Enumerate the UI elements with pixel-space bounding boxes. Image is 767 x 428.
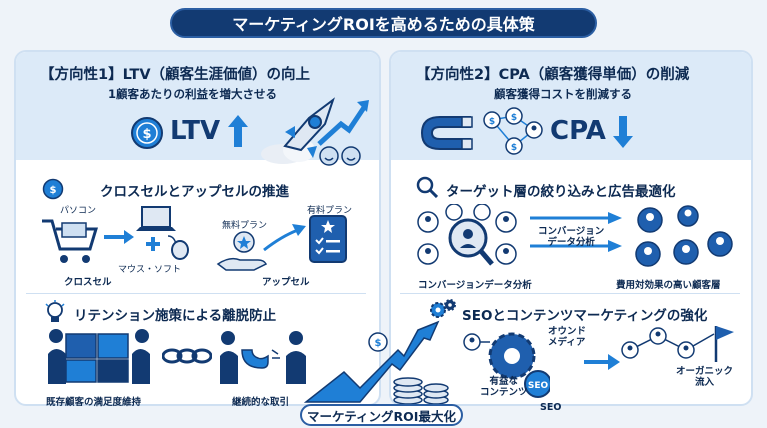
pc-label: パソコン — [60, 206, 97, 216]
puzzle-icon — [48, 329, 150, 384]
ltv-label: LTV — [170, 116, 221, 146]
up-arrow-icon — [228, 115, 248, 147]
analysis-label: コンバージョン データ分析 — [538, 226, 604, 248]
ltv-subheading: 1顧客あたりの利益を増大させる — [108, 87, 277, 101]
continuous-label: 継続的な取引 — [232, 397, 290, 408]
coin-icon: $ — [131, 117, 163, 149]
content-gears-icon: SEO — [463, 332, 550, 398]
svg-text:$: $ — [50, 185, 57, 196]
coin-small-icon: $ — [42, 178, 64, 200]
seo-gear-text: SEO — [528, 381, 549, 391]
svg-text:$: $ — [511, 143, 517, 153]
plus-icon — [146, 237, 160, 251]
rocket-icon — [261, 97, 369, 166]
customer-segment-label: 費用対効果の高い顧客層 — [616, 280, 721, 291]
right-arrow-icon — [104, 230, 134, 244]
checklist-icon — [309, 215, 347, 263]
right-divider — [400, 293, 740, 294]
svg-text:$: $ — [511, 113, 517, 123]
hand-star-icon — [216, 231, 268, 271]
useful-content-text: 有益な コンテンツ — [480, 376, 528, 398]
ltv-heading: 【方向性1】LTV（顧客生涯価値）の向上 — [40, 67, 311, 83]
owned-media-text: オウンド メディア — [548, 326, 587, 348]
mouse-icon — [167, 235, 189, 260]
satisfaction-label: 既存顧客の満足度維持 — [46, 397, 142, 408]
cpa-heading: 【方向性2】CPA（顧客獲得単価）の削減 — [416, 67, 690, 83]
upsell-arrow-icon — [263, 224, 306, 252]
chain-icon — [162, 348, 212, 364]
upsell-label: アップセル — [262, 277, 310, 288]
organic-text: オーガニック 流入 — [676, 366, 734, 388]
seo-heading: SEOとコンテンツマーケティングの強化 — [462, 308, 708, 324]
magnifier-icon — [416, 176, 438, 198]
cpa-subheading: 顧客獲得コストを削減する — [494, 87, 632, 101]
cross-sell-heading: クロスセルとアップセルの推進 — [100, 184, 289, 200]
free-plan-label: 無料プラン — [222, 221, 268, 231]
page-title: マーケティングROIを高めるための具体策 — [170, 8, 597, 38]
owned-media-label: オウンド メディア — [548, 326, 586, 348]
accessory-label: マウス・ソフト — [118, 265, 182, 275]
cpa-label: CPA — [550, 116, 606, 146]
seo-label: SEO — [540, 402, 562, 413]
growth-arrow-icon: $ — [303, 320, 449, 405]
useful-content-label: 有益な コンテンツ — [480, 376, 528, 398]
magnet-people-icon — [220, 331, 306, 384]
cross-sell-label: クロスセル — [64, 277, 112, 288]
footer-banner: マーケティングROI最大化 — [300, 404, 463, 426]
paid-plan-label: 有料プラン — [307, 206, 353, 216]
audience-search-icon — [417, 204, 517, 266]
svg-text:$: $ — [375, 338, 382, 349]
retention-heading: リテンション施策による離脱防止 — [74, 308, 277, 324]
magnet-icon — [420, 116, 473, 150]
svg-text:$: $ — [142, 127, 151, 142]
flow-arrows-icon — [530, 212, 622, 252]
coin-network-icon: $ $ $ — [483, 107, 543, 155]
laptop-icon — [136, 206, 176, 231]
svg-text:$: $ — [489, 117, 495, 127]
targeting-heading: ターゲット層の絞り込みと広告最適化 — [446, 184, 676, 200]
data-analysis-label: コンバージョンデータ分析 — [418, 280, 532, 291]
organic-label: オーガニック 流入 — [676, 366, 733, 388]
lightbulb-icon — [45, 300, 65, 322]
left-divider — [26, 293, 366, 294]
network-flag-icon — [621, 326, 734, 362]
gears-icon — [430, 299, 456, 318]
seo-arrow-icon — [584, 354, 620, 370]
down-arrow-icon — [613, 116, 633, 148]
analysis-text: コンバージョン データ分析 — [538, 226, 605, 248]
shopping-cart-icon — [42, 219, 98, 263]
customer-group-icon — [635, 205, 733, 267]
